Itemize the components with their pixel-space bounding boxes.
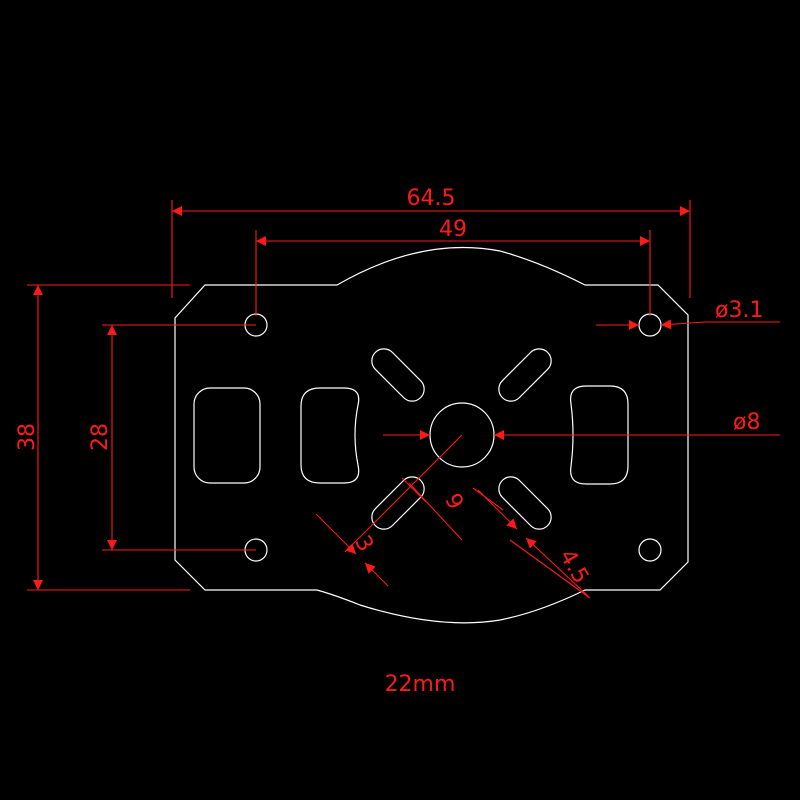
slot-top-right xyxy=(498,348,552,402)
dim-mount-hole-dia: ø3.1 xyxy=(596,298,780,330)
dim-slot-spacing: 4.5 xyxy=(477,489,593,599)
dim-text-overall-width: 64.5 xyxy=(407,186,456,211)
mount-hole-top-right xyxy=(638,313,662,337)
slot-bottom-left xyxy=(371,476,425,530)
slot-top-left xyxy=(371,348,425,402)
mount-hole-bottom-right xyxy=(638,538,662,562)
dim-text-hole-spacing-y: 28 xyxy=(88,423,113,451)
dim-text-hole-spacing-x: 49 xyxy=(439,217,467,242)
cutout-left xyxy=(193,387,261,484)
dim-hole-spacing-y: 28 xyxy=(88,324,256,551)
dim-text-center-hole-dia: ø8 xyxy=(733,410,760,435)
cutout-mid-left xyxy=(300,387,360,484)
dim-text-overall-height: 38 xyxy=(15,423,40,451)
slot-bottom-right xyxy=(498,476,552,530)
dim-center-hole-dia: ø8 xyxy=(383,410,780,440)
dim-text-slot-radius: 9 xyxy=(439,489,468,514)
dim-text-slot-spacing: 4.5 xyxy=(554,545,593,588)
dim-overall-width: 64.5 xyxy=(171,186,691,298)
dim-text-mount-hole-dia: ø3.1 xyxy=(715,298,763,323)
caption: 22mm xyxy=(385,672,456,697)
plate-outline xyxy=(174,246,689,624)
dim-overall-height: 38 xyxy=(15,284,190,591)
dim-slot-width: 3 xyxy=(315,434,463,587)
dim-hole-spacing-x: 49 xyxy=(255,217,651,316)
cutout-right xyxy=(569,385,629,485)
dim-slot-radius: 9 xyxy=(408,482,504,541)
